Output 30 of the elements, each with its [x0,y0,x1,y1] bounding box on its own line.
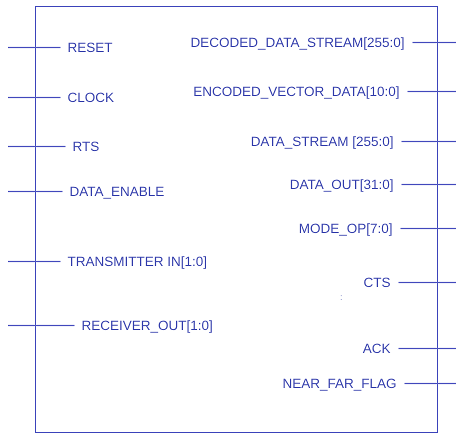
pin-line [404,382,456,384]
pin-line [8,260,60,262]
pin-label: CTS [364,274,390,290]
pin-line [398,282,456,284]
pin-line [400,228,456,230]
pin-line [8,324,74,326]
pin-line [8,96,60,98]
pin-line [402,140,456,142]
pin-label: RTS [72,138,100,154]
pin-line [398,348,456,350]
pin-label: ENCODED_VECTOR_DATA[10:0] [193,84,400,100]
pin-label: TRANSMITTER IN[1:0] [68,254,208,270]
pin-line [402,184,456,186]
pin-label: DATA_STREAM [255:0] [250,134,394,150]
pin-line [412,42,456,44]
pin-label: NEAR_FAR_FLAG [282,376,396,392]
pin-line [8,46,60,48]
pin-label: RECEIVER_OUT[1:0] [82,318,213,334]
pin-label: DECODED_DATA_STREAM[255:0] [190,34,404,50]
pin-label: MODE_OP[7:0] [298,220,392,236]
pin-line [8,190,62,192]
pin-label: ACK [362,340,390,356]
pin-label: CLOCK [68,90,114,106]
module-block [35,6,438,433]
pin-label: RESET [68,40,113,56]
pin-label: DATA_ENABLE [70,184,164,200]
pin-line [408,90,456,92]
pin-label: DATA_OUT[31:0] [290,176,394,192]
pin-line [8,146,66,148]
stray-mark: : [340,292,343,302]
